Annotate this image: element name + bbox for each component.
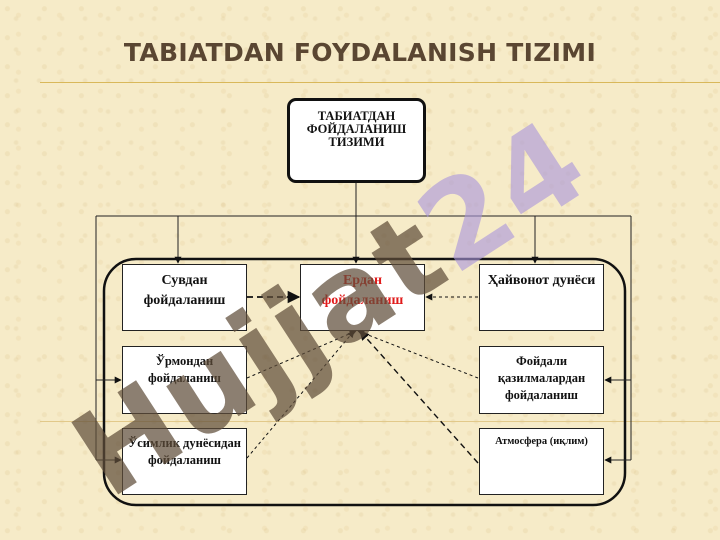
node-water-use: Сувдан фойдаланиш [122,264,247,331]
node-forest-use: Ўрмондан фойдаланиш [122,346,247,414]
page-title: TABIATDAN FOYDALANISH TIZIMI [123,38,597,67]
node-atmosphere: Атмосфера (иқлим) [479,428,604,495]
relation-links [246,290,479,464]
node-land-use: Ердан фойдаланиш [300,264,425,331]
title-divider [40,82,720,83]
distribution-bus [95,183,632,464]
node-plant-world: Ўсимлик дунёсидан фойдаланиш [122,428,247,495]
subsystem-container [102,257,627,507]
footer-divider [40,421,720,422]
node-minerals-use: Фойдали қазилмалардан фойдаланиш [479,346,604,414]
root-node: ТАБИАТДАН ФОЙДАЛАНИШ ТИЗИМИ [287,98,426,183]
node-animal-world: Ҳайвонот дунёси [479,264,604,331]
